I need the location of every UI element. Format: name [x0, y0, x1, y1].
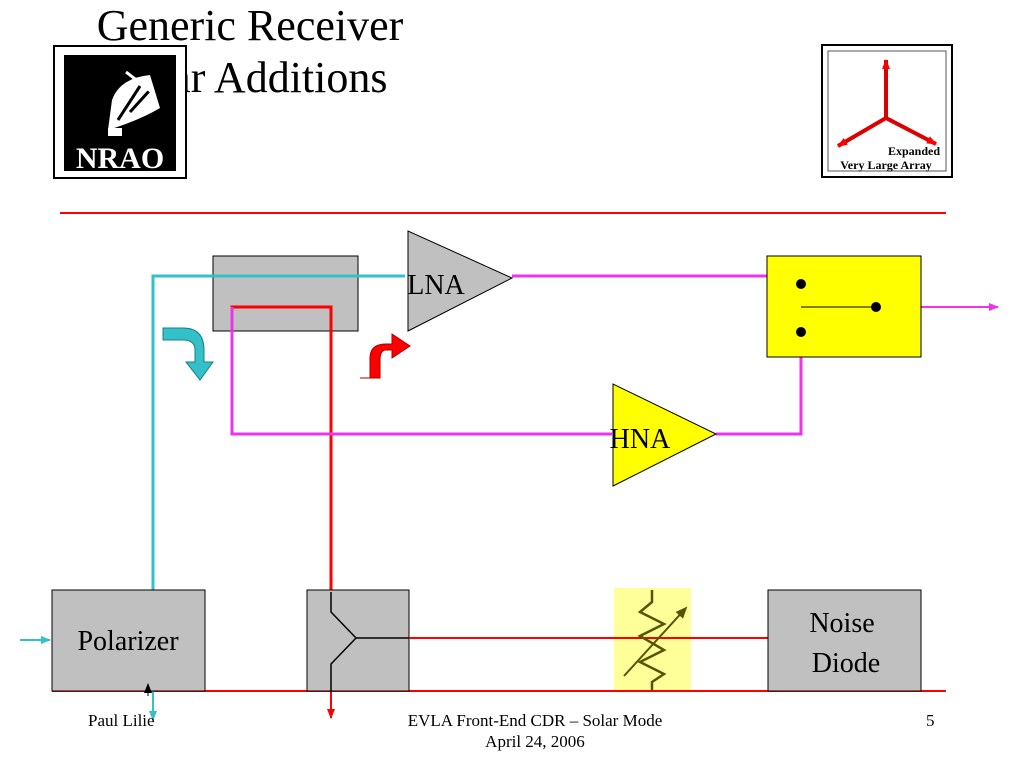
- red-curved-arrow-icon: [360, 333, 411, 379]
- cyan-signal-path: [151, 274, 405, 590]
- evla-logo-line1: Expanded: [888, 144, 940, 158]
- lna-amplifier: LNA: [407, 230, 514, 332]
- variable-arrow-icon: [623, 606, 688, 677]
- cyan-curved-arrow-icon: [162, 327, 214, 381]
- title-line-1: Generic Receiver: [96, 1, 404, 50]
- evla-logo: Expanded Very Large Array: [821, 44, 953, 178]
- footer-center: EVLA Front-End CDR – Solar Mode April 24…: [330, 710, 740, 752]
- noise-coupler-block: [306, 589, 410, 692]
- footer-center-line-1: EVLA Front-End CDR – Solar Mode: [407, 711, 663, 730]
- footer-center-line-2: April 24, 2006: [485, 732, 585, 751]
- magenta-hna-path: [230, 307, 612, 436]
- hna-label: HNA: [610, 424, 671, 455]
- resistor-icon: [637, 590, 667, 690]
- noise-diode-label-1: Noise: [809, 608, 874, 639]
- radio-dish-icon: [108, 70, 160, 136]
- noise-diode-label-2: Diode: [812, 648, 880, 679]
- magenta-hna-out-path: [716, 332, 803, 436]
- red-signal-path: [230, 305, 333, 592]
- lna-label: LNA: [407, 270, 465, 301]
- hna-amplifier: HNA: [610, 383, 718, 487]
- noise-diode-block: Noise Diode: [767, 589, 922, 692]
- output-switch: [766, 255, 922, 358]
- footer-page-number: 5: [926, 711, 935, 730]
- array-arms-icon: [836, 59, 937, 148]
- switch-box: [212, 255, 359, 332]
- nrao-logo: NRAO: [53, 45, 187, 179]
- evla-logo-line2: Very Large Array: [840, 158, 932, 172]
- variable-attenuator: [614, 588, 691, 690]
- footer-author: Paul Lilie: [88, 711, 155, 730]
- polarizer-label: Polarizer: [77, 626, 179, 657]
- nrao-logo-text: NRAO: [76, 142, 164, 175]
- polarizer-block: Polarizer: [51, 589, 206, 692]
